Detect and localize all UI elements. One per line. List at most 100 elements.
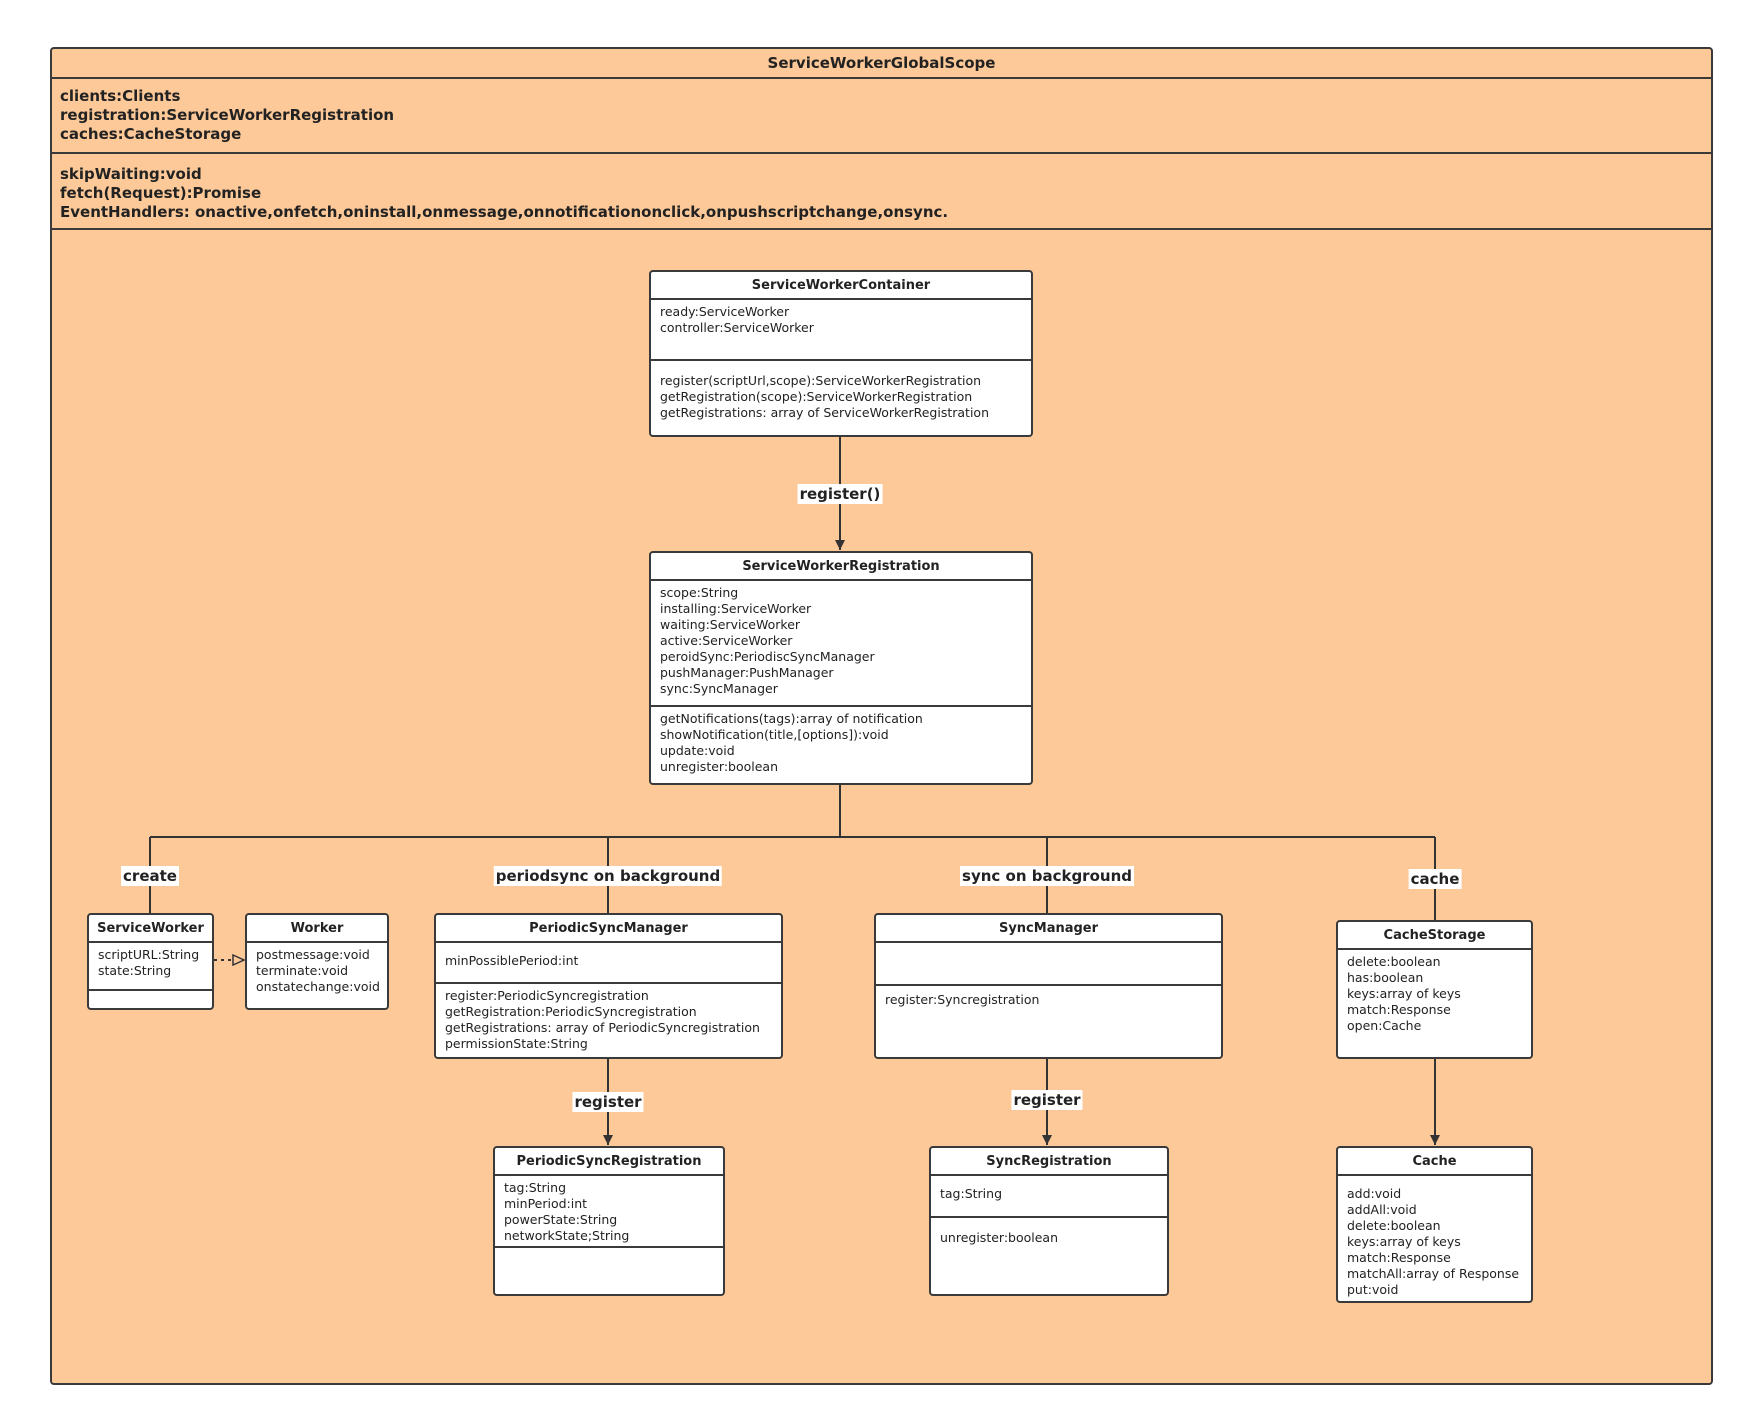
- attribute: add:void: [1347, 1186, 1402, 1201]
- class-attributes: scriptURL:String state:String: [89, 943, 212, 991]
- class-sync-registration: SyncRegistration tag:String unregister:b…: [929, 1146, 1169, 1296]
- attribute: caches:CacheStorage: [60, 125, 242, 143]
- class-attributes: tag:String: [931, 1176, 1167, 1218]
- class-methods: getNotifications(tags):array of notifica…: [651, 707, 1031, 775]
- attribute: scope:String: [660, 585, 739, 600]
- label-register-sync: register: [1011, 1090, 1083, 1110]
- attribute: put:void: [1347, 1282, 1399, 1297]
- method: update:void: [660, 743, 735, 758]
- attribute: matchAll:array of Response: [1347, 1266, 1520, 1281]
- attribute: open:Cache: [1347, 1018, 1422, 1033]
- method: getRegistrations: array of ServiceWorker…: [660, 405, 989, 420]
- class-periodic-sync-manager: PeriodicSyncManager minPossiblePeriod:in…: [434, 913, 783, 1059]
- method: skipWaiting:void: [60, 165, 202, 183]
- attribute: installing:ServiceWorker: [660, 601, 812, 616]
- attribute: registration:ServiceWorkerRegistration: [60, 106, 395, 124]
- method: EventHandlers: onactive,onfetch,oninstal…: [60, 203, 949, 221]
- class-sync-manager: SyncManager register:Syncregistration: [874, 913, 1223, 1059]
- divider: [52, 77, 1711, 79]
- attribute: delete:boolean: [1347, 954, 1441, 969]
- attribute: onstatechange:void: [256, 979, 380, 994]
- class-service-worker-registration: ServiceWorkerRegistration scope:String i…: [649, 551, 1033, 785]
- method: showNotification(title,[options]):void: [660, 727, 889, 742]
- method: getRegistration:PeriodicSyncregistration: [445, 1004, 697, 1019]
- class-attributes: tag:String minPeriod:int powerState:Stri…: [495, 1176, 723, 1248]
- attribute: minPossiblePeriod:int: [445, 953, 579, 968]
- class-name: ServiceWorker: [89, 915, 212, 943]
- label-sync: sync on background: [960, 866, 1134, 886]
- class-attributes: delete:boolean has:boolean keys:array of…: [1338, 950, 1531, 1034]
- class-methods: [89, 991, 212, 995]
- attribute: ready:ServiceWorker: [660, 304, 790, 319]
- global-scope-attributes: clients:Clients registration:ServiceWork…: [60, 87, 394, 144]
- divider: [52, 152, 1711, 154]
- attribute: clients:Clients: [60, 87, 181, 105]
- class-name: Worker: [247, 915, 387, 943]
- attribute: has:boolean: [1347, 970, 1424, 985]
- class-methods: register(scriptUrl,scope):ServiceWorkerR…: [651, 361, 1031, 421]
- attribute: tag:String: [940, 1186, 1003, 1201]
- class-name: ServiceWorkerContainer: [651, 272, 1031, 300]
- attribute: minPeriod:int: [504, 1196, 588, 1211]
- class-attributes: add:void addAll:void delete:boolean keys…: [1338, 1176, 1531, 1298]
- attribute: waiting:ServiceWorker: [660, 617, 801, 632]
- class-worker: Worker postmessage:void terminate:void o…: [245, 913, 389, 1010]
- method: register(scriptUrl,scope):ServiceWorkerR…: [660, 373, 982, 388]
- class-name: SyncRegistration: [931, 1148, 1167, 1176]
- global-scope-methods: skipWaiting:void fetch(Request):Promise …: [60, 165, 948, 222]
- method: getNotifications(tags):array of notifica…: [660, 711, 923, 726]
- attribute: networkState;String: [504, 1228, 630, 1243]
- class-cache: Cache add:void addAll:void delete:boolea…: [1336, 1146, 1533, 1303]
- label-cache: cache: [1408, 869, 1462, 889]
- method: unregister:boolean: [660, 759, 779, 774]
- attribute: addAll:void: [1347, 1202, 1417, 1217]
- attribute: scriptURL:String: [98, 947, 200, 962]
- class-methods: [495, 1248, 723, 1252]
- class-name: PeriodicSyncRegistration: [495, 1148, 723, 1176]
- class-attributes: minPossiblePeriod:int: [436, 943, 781, 984]
- divider: [52, 228, 1711, 230]
- class-service-worker-container: ServiceWorkerContainer ready:ServiceWork…: [649, 270, 1033, 437]
- attribute: postmessage:void: [256, 947, 370, 962]
- method: register:PeriodicSyncregistration: [445, 988, 649, 1003]
- class-name: CacheStorage: [1338, 922, 1531, 950]
- method: getRegistrations: array of PeriodicSyncr…: [445, 1020, 760, 1035]
- class-methods: register:PeriodicSyncregistration getReg…: [436, 984, 781, 1052]
- attribute: state:String: [98, 963, 172, 978]
- attribute: peroidSync:PeriodiscSyncManager: [660, 649, 875, 664]
- label-periodsync: periodsync on background: [493, 866, 723, 886]
- class-attributes: [876, 943, 1221, 986]
- attribute: sync:SyncManager: [660, 681, 778, 696]
- attribute: match:Response: [1347, 1002, 1451, 1017]
- method: register:Syncregistration: [885, 992, 1040, 1007]
- class-name: PeriodicSyncManager: [436, 915, 781, 943]
- attribute: tag:String: [504, 1180, 567, 1195]
- attribute: delete:boolean: [1347, 1218, 1441, 1233]
- attribute: keys:array of keys: [1347, 986, 1461, 1001]
- class-methods: unregister:boolean: [931, 1218, 1167, 1246]
- attribute: active:ServiceWorker: [660, 633, 793, 648]
- attribute: terminate:void: [256, 963, 348, 978]
- method: unregister:boolean: [940, 1230, 1059, 1245]
- attribute: powerState:String: [504, 1212, 618, 1227]
- method: fetch(Request):Promise: [60, 184, 262, 202]
- attribute: pushManager:PushManager: [660, 665, 834, 680]
- method: getRegistration(scope):ServiceWorkerRegi…: [660, 389, 973, 404]
- class-name: ServiceWorkerRegistration: [651, 553, 1031, 581]
- global-scope-title: ServiceWorkerGlobalScope: [767, 54, 996, 72]
- label-register-periodic: register: [572, 1092, 644, 1112]
- class-service-worker: ServiceWorker scriptURL:String state:Str…: [87, 913, 214, 1010]
- attribute: match:Response: [1347, 1250, 1451, 1265]
- class-cache-storage: CacheStorage delete:boolean has:boolean …: [1336, 920, 1533, 1059]
- class-attributes: scope:String installing:ServiceWorker wa…: [651, 581, 1031, 707]
- class-attributes: ready:ServiceWorker controller:ServiceWo…: [651, 300, 1031, 361]
- label-register-call: register(): [797, 484, 883, 504]
- label-create: create: [121, 866, 179, 886]
- attribute: controller:ServiceWorker: [660, 320, 814, 335]
- class-methods: register:Syncregistration: [876, 986, 1221, 1008]
- class-name: Cache: [1338, 1148, 1531, 1176]
- attribute: keys:array of keys: [1347, 1234, 1461, 1249]
- method: permissionState:String: [445, 1036, 588, 1051]
- class-name: SyncManager: [876, 915, 1221, 943]
- class-periodic-sync-registration: PeriodicSyncRegistration tag:String minP…: [493, 1146, 725, 1296]
